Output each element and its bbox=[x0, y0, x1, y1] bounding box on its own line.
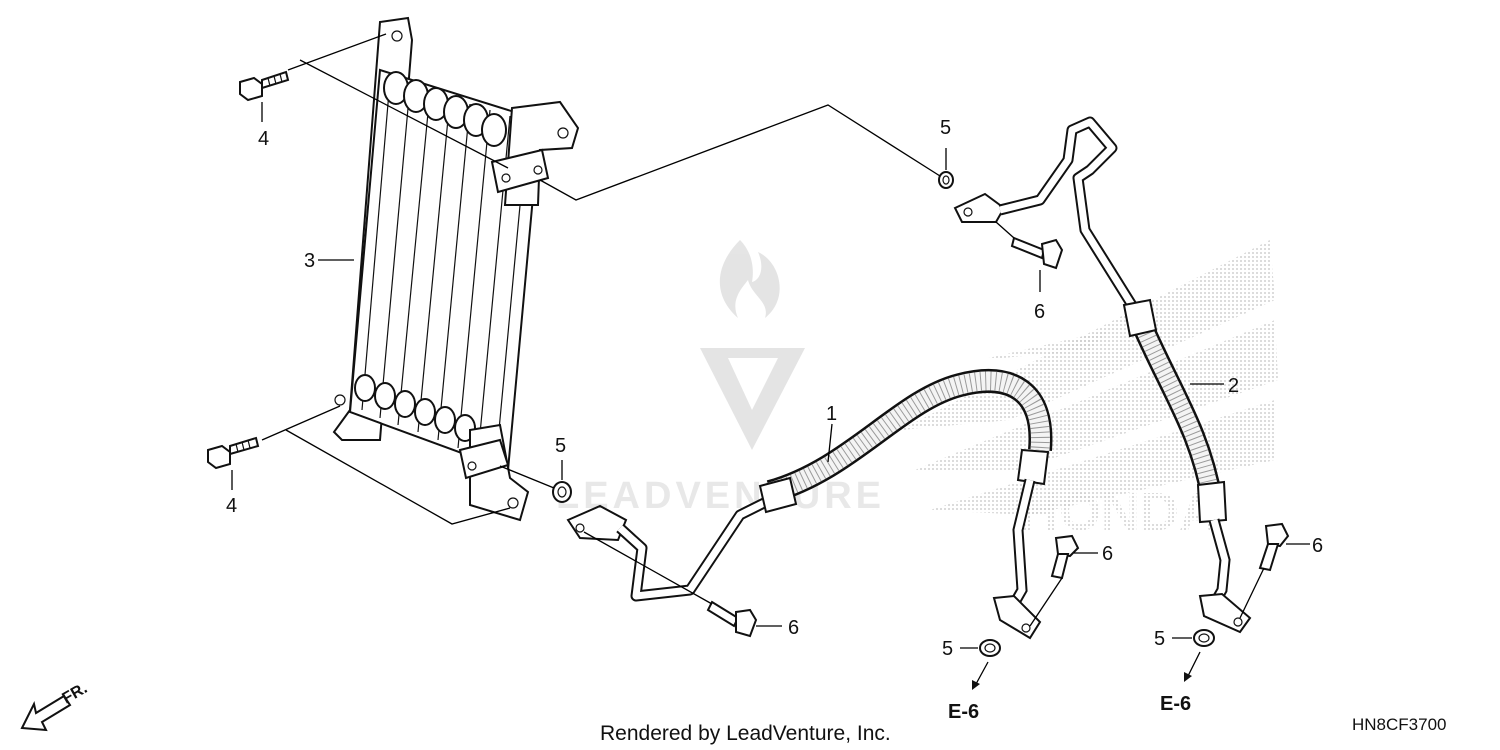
bolt-6-top bbox=[1010, 236, 1064, 270]
callout-1: 1 bbox=[826, 403, 837, 425]
washer-5-mid bbox=[979, 639, 1001, 657]
callout-6-top: 6 bbox=[1034, 301, 1045, 323]
callout-5-mid: 5 bbox=[942, 638, 953, 660]
ref-code-left[interactable]: E-6 bbox=[948, 701, 979, 723]
callout-3: 3 bbox=[304, 250, 315, 272]
bolt-4-top bbox=[239, 70, 290, 102]
bolt-6-right bbox=[1258, 522, 1290, 572]
callout-6-left: 6 bbox=[788, 617, 799, 639]
front-direction-arrow-icon: FR. bbox=[20, 680, 90, 732]
ref-code-right[interactable]: E-6 bbox=[1160, 693, 1191, 715]
callout-4-top: 4 bbox=[258, 128, 269, 150]
leader-lines bbox=[231, 33, 1310, 649]
hose-2 bbox=[953, 116, 1252, 634]
callout-5-top: 5 bbox=[940, 117, 951, 139]
callout-6-mid: 6 bbox=[1102, 543, 1113, 565]
footer-credit: Rendered by LeadVenture, Inc. bbox=[600, 722, 891, 745]
hose-1 bbox=[566, 369, 1053, 640]
washer-5-right bbox=[1193, 629, 1215, 647]
watermark-brand-text: HONDA bbox=[1020, 482, 1218, 542]
ref-arrow-right bbox=[1184, 651, 1201, 682]
callout-5-right: 5 bbox=[1154, 628, 1165, 650]
bolt-6-left bbox=[706, 600, 758, 638]
leadventure-watermark-logo: LEADVENTURE bbox=[556, 240, 885, 517]
oil-cooler bbox=[332, 16, 580, 522]
callout-4-bottom: 4 bbox=[226, 495, 237, 517]
callout-2: 2 bbox=[1228, 375, 1239, 397]
watermark-text: LEADVENTURE bbox=[556, 475, 885, 517]
washer-5-left bbox=[552, 481, 572, 503]
callout-5-left: 5 bbox=[555, 435, 566, 457]
diagram-code: HN8CF3700 bbox=[1352, 715, 1447, 734]
callout-6-right: 6 bbox=[1312, 535, 1323, 557]
washer-5-top bbox=[938, 171, 954, 189]
bolt-4-bottom bbox=[207, 436, 260, 470]
bolt-6-mid bbox=[1050, 534, 1080, 580]
ref-arrow-left bbox=[972, 661, 989, 690]
